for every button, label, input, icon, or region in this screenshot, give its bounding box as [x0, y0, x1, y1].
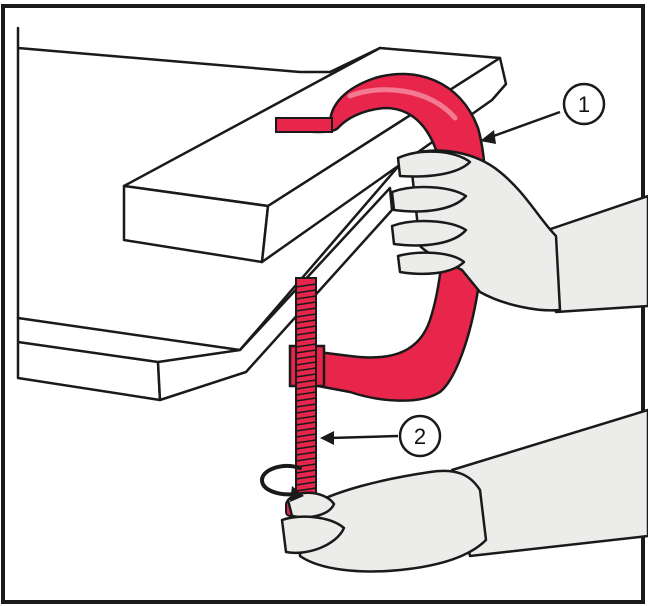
c-clamp-swivel-pad [276, 118, 332, 132]
callout-1-label: 1 [578, 92, 590, 117]
callout-2-label: 2 [414, 424, 426, 449]
